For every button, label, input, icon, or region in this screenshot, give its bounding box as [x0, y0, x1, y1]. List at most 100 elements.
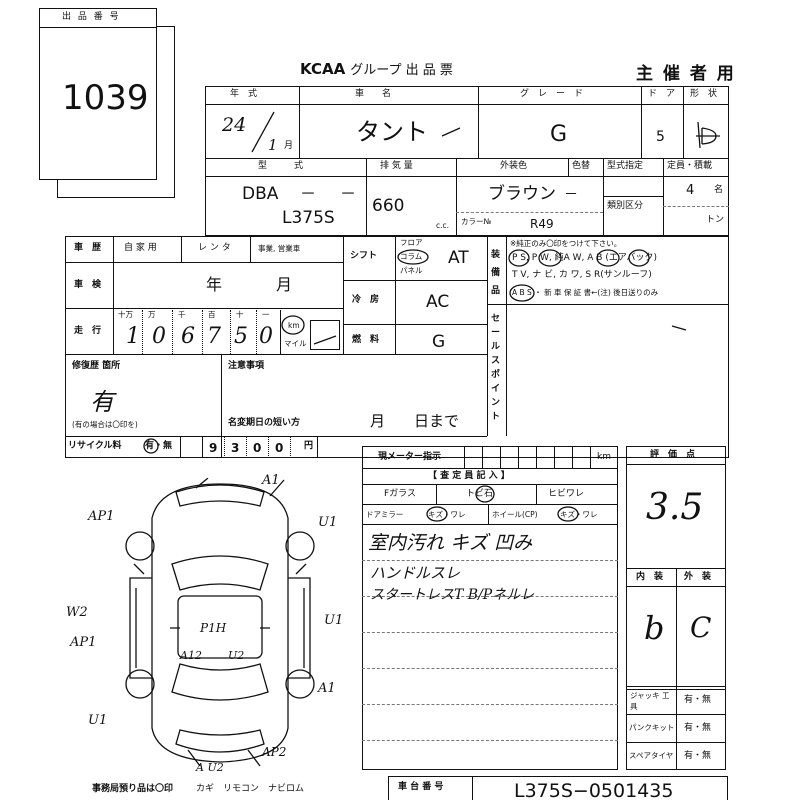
fuel-value: G: [432, 332, 446, 352]
jack-option[interactable]: 有・無: [684, 695, 712, 705]
wheel-option[interactable]: キズ・ワレ: [560, 510, 598, 519]
notes-label: 注意事項: [228, 361, 265, 371]
shift-label: シフト: [350, 251, 378, 261]
mile-slash: [313, 335, 337, 345]
remark-line: 室内汚れ キズ 凹み: [368, 532, 533, 554]
car-name-dash: [441, 127, 461, 137]
sales-points-label: セールスポイント: [491, 314, 501, 422]
diagram-mark-center-u: U2: [228, 649, 245, 662]
organizer-copy: 主 催 者 用: [636, 64, 736, 84]
inspection-header: 【 査 定 員 記 入 】: [428, 471, 510, 481]
chassis-panel: [388, 776, 728, 800]
color-value: ブラウン: [488, 184, 556, 204]
puncture-kit-option[interactable]: 有・無: [684, 723, 712, 733]
own-use-option[interactable]: 自 家 用: [124, 243, 157, 253]
door-mirror-circle-mark: [426, 506, 448, 522]
diagram-mark-top: A1: [262, 473, 280, 488]
shaken-label: 車 検: [74, 280, 102, 290]
remark-line: スタートレスT B/Pネルレ: [370, 587, 535, 603]
recycle-digit: 9: [209, 441, 218, 455]
diagram-mark-center: P1H: [200, 621, 227, 635]
diagram-mark-bottom-right: AP2: [262, 745, 287, 759]
office-items-label: 事務局預り品は〇印: [92, 784, 174, 794]
recycle-row: [65, 436, 318, 458]
recycle-yes-circle: [143, 438, 159, 454]
repair-label: 修復歴 箇所: [72, 361, 121, 371]
recycle-label: リサイクル料: [68, 441, 122, 451]
short-term-label: 名変期日の短い方: [228, 418, 301, 428]
grade-label: グ レ ー ド: [520, 89, 584, 99]
capacity-unit: 名: [714, 185, 724, 195]
crack-option[interactable]: ヒビワレ: [548, 489, 585, 499]
capacity-value: 4: [686, 183, 695, 198]
lot-number: 1039: [62, 78, 149, 118]
capacity-label: 定員・積載: [667, 161, 713, 171]
displacement-label: 排 気 量: [380, 161, 413, 171]
diagram-mark-left-mid: W2: [66, 605, 88, 620]
spare-tire-label: スペアタイヤ: [629, 751, 674, 760]
shaken-month-unit: 月: [276, 275, 293, 294]
diagram-mark-left-mid2: AP1: [70, 635, 97, 650]
rental-option[interactable]: レ ン タ: [198, 243, 231, 253]
office-items-list: カギ リモコン ナビロム: [196, 784, 305, 794]
recycle-digit: 3: [231, 441, 240, 455]
sheet-title: . グループ 出 品 票: [342, 63, 453, 78]
category-label: 類別区分: [607, 201, 644, 211]
panel-option[interactable]: パネル: [400, 266, 423, 275]
history-label: 車 歴: [74, 243, 102, 253]
repair-note: (有の場合は〇印を): [72, 420, 138, 429]
wheel-label: ホイール(CP): [492, 510, 538, 519]
equipment-circle-marks: [508, 249, 650, 302]
fuel-label: 燃 料: [352, 335, 380, 345]
tobi-option[interactable]: トビ石: [466, 489, 494, 499]
tobi-circle-mark: [475, 485, 495, 503]
shaken-year-unit: 年: [206, 275, 223, 294]
equipment-label: 装 備 品: [491, 250, 510, 296]
mileage-digit: 5: [234, 324, 248, 349]
meter-label: 現メーター指示: [378, 452, 442, 462]
body-shape-label: 形 状: [690, 89, 718, 99]
model-prefix: DBA: [242, 184, 279, 204]
model-label: 型 式: [258, 161, 304, 171]
color-dash: －: [564, 187, 578, 203]
mileage-digit: 7: [207, 324, 221, 349]
equipment-note: ※純正のみ〇印をつけて下さい。: [510, 239, 622, 248]
grade-value: G: [550, 122, 568, 147]
remark-line: ハンドルスレ: [370, 564, 461, 582]
km-unit: km: [288, 321, 300, 330]
chassis-label: 車 台 番 号: [398, 782, 444, 792]
year-slash: [251, 111, 275, 153]
lot-box: 出 品 番 号 1039: [39, 8, 157, 180]
diagram-mark-rear-right: A1: [318, 681, 336, 696]
meter-km-unit: km: [597, 452, 611, 462]
month-unit: 月: [284, 141, 294, 151]
mileage-label: 走 行: [74, 326, 102, 336]
floor-option[interactable]: フロア: [400, 238, 423, 247]
aircon-label: 冷 房: [352, 295, 380, 305]
diagram-mark-rear-left: U1: [88, 713, 108, 728]
jack-label: ジャッキ 工 具: [630, 691, 678, 711]
exterior-label: 外装色: [500, 161, 528, 171]
score-label: 評 価 点: [650, 450, 696, 460]
interior-grade: b: [644, 609, 665, 647]
recycle-digit: 0: [275, 441, 284, 455]
repair-value: 有: [90, 388, 114, 416]
mile-unit: マイル: [284, 339, 307, 348]
spare-tire-option[interactable]: 有・無: [684, 751, 712, 761]
diagram-mark-bottom: A U2: [196, 761, 224, 774]
yen-unit: 円: [304, 441, 314, 451]
history-panel: [65, 236, 729, 458]
diagram-mark-right-mid: U1: [324, 613, 344, 628]
door-mirror-label: ドアミラー: [366, 510, 404, 519]
shift-value: AT: [448, 248, 469, 268]
type-designation-label: 型式指定: [607, 161, 644, 171]
body-shape-mark: [696, 121, 720, 149]
business-option[interactable]: 事業, 営業車: [258, 244, 301, 253]
car-name-value: タント: [356, 118, 428, 146]
column-option[interactable]: コラム: [400, 252, 423, 261]
equipment-line-1: P S, P W, 純A W, A B (エアバック): [512, 253, 657, 263]
car-diagram: [125, 478, 315, 767]
short-term-day: 日まで: [414, 412, 460, 430]
exterior-grade: C: [690, 611, 712, 644]
vehicle-form: [205, 86, 729, 236]
